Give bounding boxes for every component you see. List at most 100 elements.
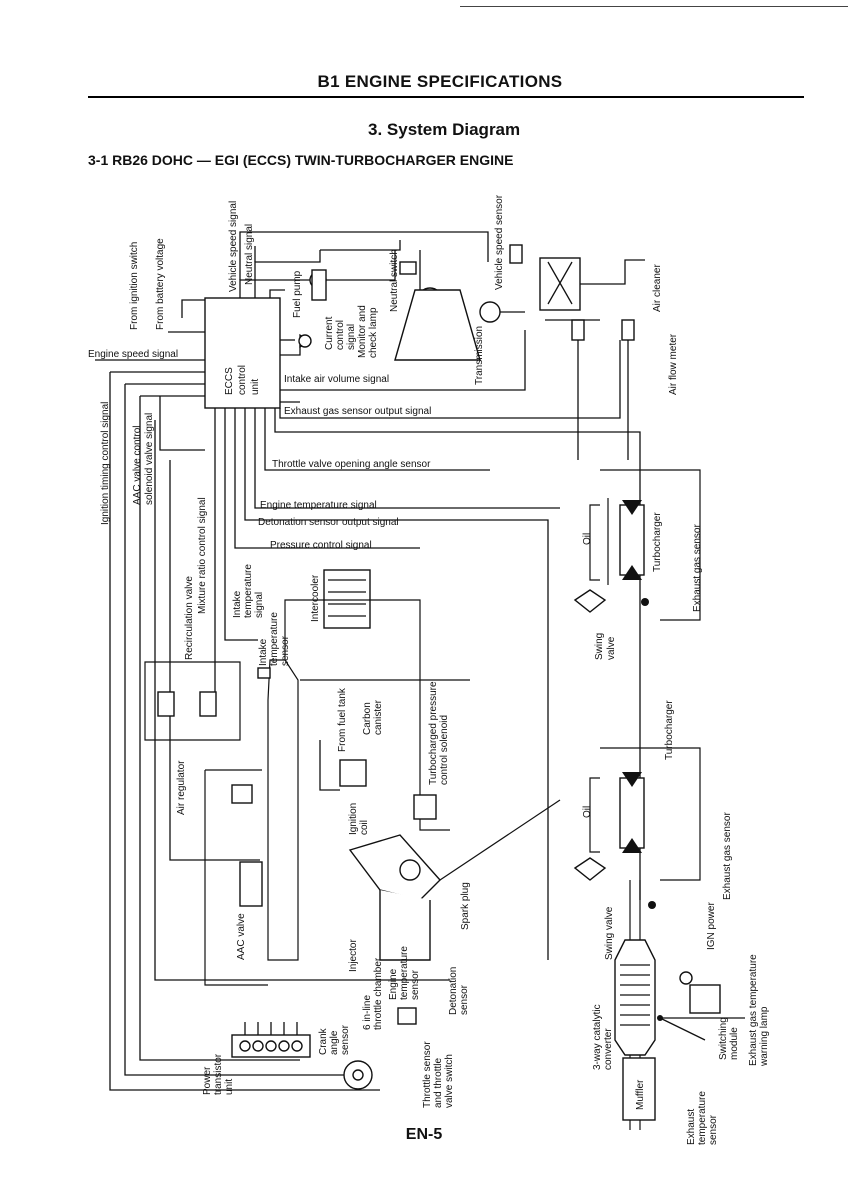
- current-control-label-3: signal: [346, 324, 357, 350]
- throttle-chamber-label-1: 6 in-line: [362, 995, 373, 1030]
- oil-upper-label: Oil: [582, 533, 593, 545]
- ignition-timing-signal-label: Ignition timing control signal: [100, 402, 111, 525]
- aac-bypass-pipe: [204, 769, 268, 986]
- carbon-canister-assembly: [319, 740, 367, 791]
- switching-module-label-1: Switching: [718, 1017, 729, 1060]
- exhaust-gas-sensor-upper-label: Exhaust gas sensor: [692, 524, 703, 612]
- recirculation-valve-label: Recirculation valve: [184, 576, 195, 660]
- engine-temperature-signal-label: Engine temperature signal: [260, 500, 377, 511]
- neutral-switch-label: Neutral switch: [389, 249, 400, 312]
- page-number: EN-5: [405, 1126, 443, 1143]
- spark-plug-label: Spark plug: [460, 882, 471, 930]
- ign-power-label: IGN power: [706, 902, 717, 950]
- intake-temp-sensor-label-2: temperature: [269, 612, 280, 666]
- engine-temp-sensor-label-3: sensor: [410, 969, 421, 1000]
- swing-valve-upper-label-1: Swing: [594, 633, 605, 660]
- catalytic-converter-label-2: converter: [603, 1028, 614, 1070]
- air-cleaner-label: Air cleaner: [652, 264, 663, 312]
- intake-temp-signal-label-1: Intake: [232, 590, 243, 618]
- power-transistor-label-1: Power: [202, 1066, 213, 1095]
- aac-valve-control-label: AAC valve control: [132, 426, 143, 505]
- warning-lamp: [679, 971, 693, 985]
- crank-angle-sensor: [343, 1060, 373, 1090]
- aac-valve-label: AAC valve: [236, 913, 247, 960]
- vehicle-speed-signal-label: Vehicle speed signal: [228, 201, 239, 292]
- current-control-label-1: Current: [324, 316, 335, 350]
- vehicle-speed-sensor-label: Vehicle speed sensor: [494, 194, 505, 290]
- from-ignition-switch-label: From ignition switch: [129, 242, 140, 330]
- muffler-label: Muffler: [635, 1079, 646, 1110]
- section-title: B1 ENGINE SPECIFICATIONS: [317, 72, 563, 91]
- swing-valve-upper: [573, 589, 607, 613]
- oil-lower-label: Oil: [582, 806, 593, 818]
- swing-valve-lower: [573, 857, 607, 881]
- diagram-heading: 3. System Diagram: [368, 120, 521, 139]
- throttle-sensor-label-3: valve switch: [444, 1054, 455, 1108]
- power-transistor-label-3: unit: [224, 1079, 235, 1095]
- air-flow-meter-label: Air flow meter: [668, 333, 679, 395]
- power-transistor-unit: [231, 1022, 311, 1058]
- pressure-solenoid-label-1: Turbocharged pressure: [428, 681, 439, 785]
- intake-air-volume-label: Intake air volume signal: [284, 374, 389, 385]
- monitor-check-lamp-label-2: check lamp: [368, 307, 379, 358]
- pressure-solenoid-label-2: control solenoid: [439, 715, 450, 785]
- detonation-sensor-label-2: sensor: [459, 984, 470, 1015]
- monitor-check-lamp-label-1: Monitor and: [357, 305, 368, 358]
- intake-temperature-sensor: [257, 667, 271, 679]
- engine-speed-signal-label: Engine speed signal: [88, 349, 178, 360]
- ecu-label-2: control: [237, 365, 248, 395]
- throttle-sensor-label-2: and throttle: [433, 1058, 444, 1108]
- warning-lamp-label-2: warning lamp: [759, 1006, 770, 1067]
- swing-valve-upper-label-2: valve: [606, 636, 617, 660]
- engine-temp-sensor-label-1: Engine: [388, 968, 399, 1000]
- fuel-pump-label: Fuel pump: [292, 270, 303, 318]
- pressure-control-label: Pressure control signal: [270, 540, 372, 551]
- ignition-coil-label-1: Ignition: [348, 803, 359, 835]
- exhaust-gas-output-label: Exhaust gas sensor output signal: [284, 406, 431, 417]
- catalytic-converter-label-1: 3-way catalytic: [592, 1004, 603, 1070]
- crank-angle-label-2: angle: [329, 1030, 340, 1055]
- intake-temp-signal-label-3: signal: [254, 592, 265, 618]
- solenoid-valve-signal-label: solenoid valve signal: [144, 413, 155, 505]
- turbocharger-lower: [589, 747, 701, 881]
- exhaust-temp-sensor-label-3: sensor: [708, 1114, 719, 1145]
- crank-angle-label-1: Crank: [318, 1027, 329, 1055]
- from-fuel-tank-label: From fuel tank: [337, 687, 348, 752]
- intercooler: [323, 569, 371, 629]
- engine-cylinder: [348, 799, 561, 961]
- from-battery-voltage-label: From battery voltage: [155, 238, 166, 330]
- throttle-sensor: [397, 1007, 417, 1025]
- turbocharger-lower-label: Turbocharger: [664, 700, 675, 760]
- pressure-control-solenoid: [413, 794, 437, 820]
- turbocharger-upper: [589, 469, 701, 621]
- recirculation-valves: [144, 661, 241, 741]
- turbocharger-upper-label: Turbocharger: [652, 512, 663, 572]
- swing-valve-lower-label: Swing valve: [604, 906, 615, 960]
- detonation-output-label: Detonation sensor output signal: [258, 517, 399, 528]
- switching-module-label-2: module: [729, 1027, 740, 1060]
- intake-temp-sensor-label-3: sensor: [280, 635, 291, 666]
- fuel-pump-assembly: [298, 269, 327, 349]
- top-rule: [460, 6, 848, 7]
- exhaust-gas-sensor-lower: [648, 901, 656, 909]
- ecu-bottom-wires: [109, 372, 641, 1091]
- ecu-top-wires: [95, 231, 621, 419]
- power-transistor-label-2: transistor: [213, 1053, 224, 1095]
- intercooler-label: Intercooler: [310, 574, 321, 622]
- aac-valve: [239, 861, 263, 907]
- ignition-coil-label-2: coil: [359, 820, 370, 835]
- warning-lamp-label-1: Exhaust gas temperature: [748, 954, 759, 1066]
- ecu-label-3: unit: [250, 379, 261, 395]
- exhaust-gas-sensor-lower-label: Exhaust gas sensor: [722, 812, 733, 900]
- throttle-chamber-label-2: throttle chamber: [373, 957, 384, 1030]
- throttle-opening-label: Throttle valve opening angle sensor: [272, 459, 431, 470]
- exhaust-temp-leads: [659, 1017, 745, 1041]
- engine-temp-sensor-label-2: temperature: [399, 946, 410, 1000]
- intake-temp-sensor-label-1: Intake: [258, 638, 269, 666]
- carbon-canister-label-1: Carbon: [362, 702, 373, 735]
- intake-temp-signal-label-2: temperature: [243, 564, 254, 618]
- section-rule: [88, 96, 804, 98]
- crank-angle-label-3: sensor: [340, 1024, 351, 1055]
- mixture-ratio-signal-label: Mixture ratio control signal: [197, 497, 208, 614]
